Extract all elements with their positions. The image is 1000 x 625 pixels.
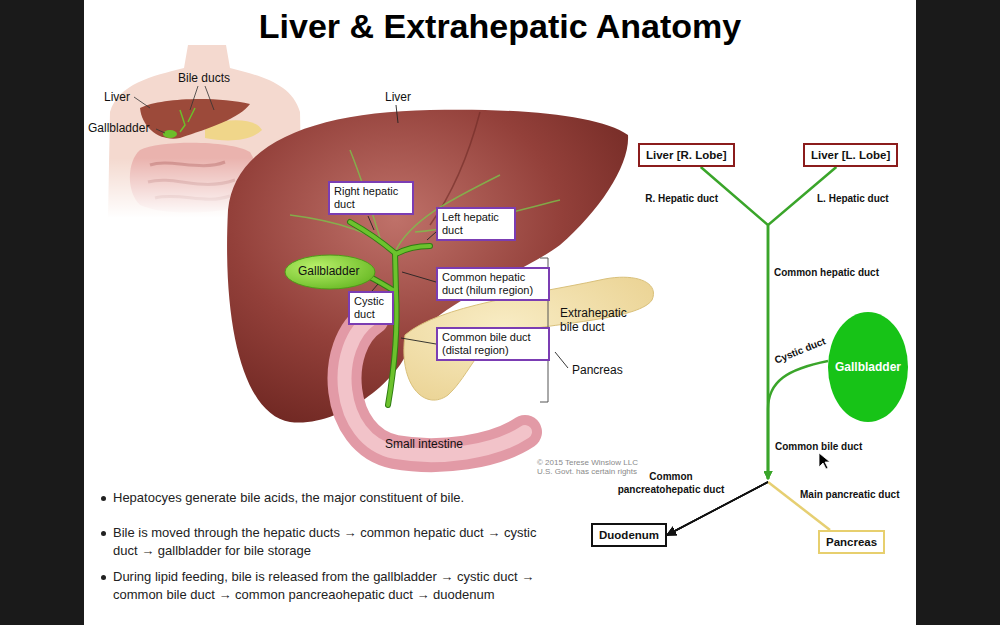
bullet-dot xyxy=(101,531,106,536)
inset-liver xyxy=(140,99,250,139)
intrahepatic-ducts xyxy=(290,150,560,252)
pancreas-box: Pancreas xyxy=(818,530,885,554)
node-text: Pancreas xyxy=(826,535,877,549)
node-text: Gallbladder xyxy=(835,360,901,374)
frame-bar xyxy=(916,0,1000,625)
node-text: Liver [L. Lobe] xyxy=(811,148,890,162)
node-text: Duodenum xyxy=(599,528,659,542)
bullet-dot xyxy=(101,496,106,501)
node-text: Common hepatic duct (hilum region) xyxy=(442,271,544,297)
duct-label: Common hepatic duct xyxy=(774,266,879,279)
duct-label: Main pancreatic duct xyxy=(800,488,899,501)
node-text: Right hepatic duct xyxy=(334,185,408,211)
bullet-text: Bile is moved through the hepatic ducts … xyxy=(113,524,563,560)
gallbladder xyxy=(285,255,375,289)
duct-callout-box: Left hepatic duct xyxy=(436,207,516,241)
liver-lobe-box: Liver [L. Lobe] xyxy=(803,143,898,167)
part-label: Bile ducts xyxy=(178,71,230,85)
part-label: Gallbladder xyxy=(88,121,149,135)
node-text: Cystic duct xyxy=(354,295,388,321)
slide-title: Liver & Extrahepatic Anatomy xyxy=(0,6,1000,46)
part-label: Extrahepatic bile duct xyxy=(560,306,645,334)
duct-callout-box: Common hepatic duct (hilum region) xyxy=(436,267,550,301)
part-label: Pancreas xyxy=(572,363,623,377)
bullet-text: Hepatocyes generate bile acids, the majo… xyxy=(113,489,563,507)
inset-bile-ducts xyxy=(180,108,195,132)
node-text: Left hepatic duct xyxy=(442,211,510,237)
duct-callout-box: Cystic duct xyxy=(348,291,394,325)
part-label: Small intestine xyxy=(385,437,463,451)
node-text: Liver [R. Lobe] xyxy=(646,148,727,162)
copyright-note: © 2015 Terese Winslow LLC U.S. Govt. has… xyxy=(537,458,649,476)
mouse-cursor xyxy=(819,453,830,469)
part-label: Gallbladder xyxy=(298,264,359,278)
liver-lobe-box: Liver [R. Lobe] xyxy=(638,143,735,167)
duct-label: L. Hepatic duct xyxy=(817,192,889,205)
duct-label: Cystic duct xyxy=(773,334,828,366)
node-text: Common bile duct (distal region) xyxy=(442,331,544,357)
duct-line xyxy=(768,167,836,479)
duct-label: Common pancreatohepatic duct xyxy=(608,470,734,496)
leader-line xyxy=(368,105,568,368)
inset-gallbladder xyxy=(163,130,177,138)
duodenum-box: Duodenum xyxy=(591,523,667,547)
duct-line xyxy=(701,167,768,479)
part-label: Liver xyxy=(385,90,411,104)
duct-label: R. Hepatic duct xyxy=(645,192,718,205)
bullet-dot xyxy=(101,575,106,580)
frame-bar xyxy=(0,0,84,625)
duct-line xyxy=(768,361,828,479)
part-label: Liver xyxy=(104,90,130,104)
bullet-text: During lipid feeding, bile is released f… xyxy=(113,568,563,604)
duct-label: Common bile duct xyxy=(775,440,862,453)
duct-callout-box: Right hepatic duct xyxy=(328,181,414,215)
gallbladder-oval: Gallbladder xyxy=(828,312,908,422)
ellipse-shape xyxy=(828,312,908,422)
duct-callout-box: Common bile duct (distal region) xyxy=(436,327,550,361)
